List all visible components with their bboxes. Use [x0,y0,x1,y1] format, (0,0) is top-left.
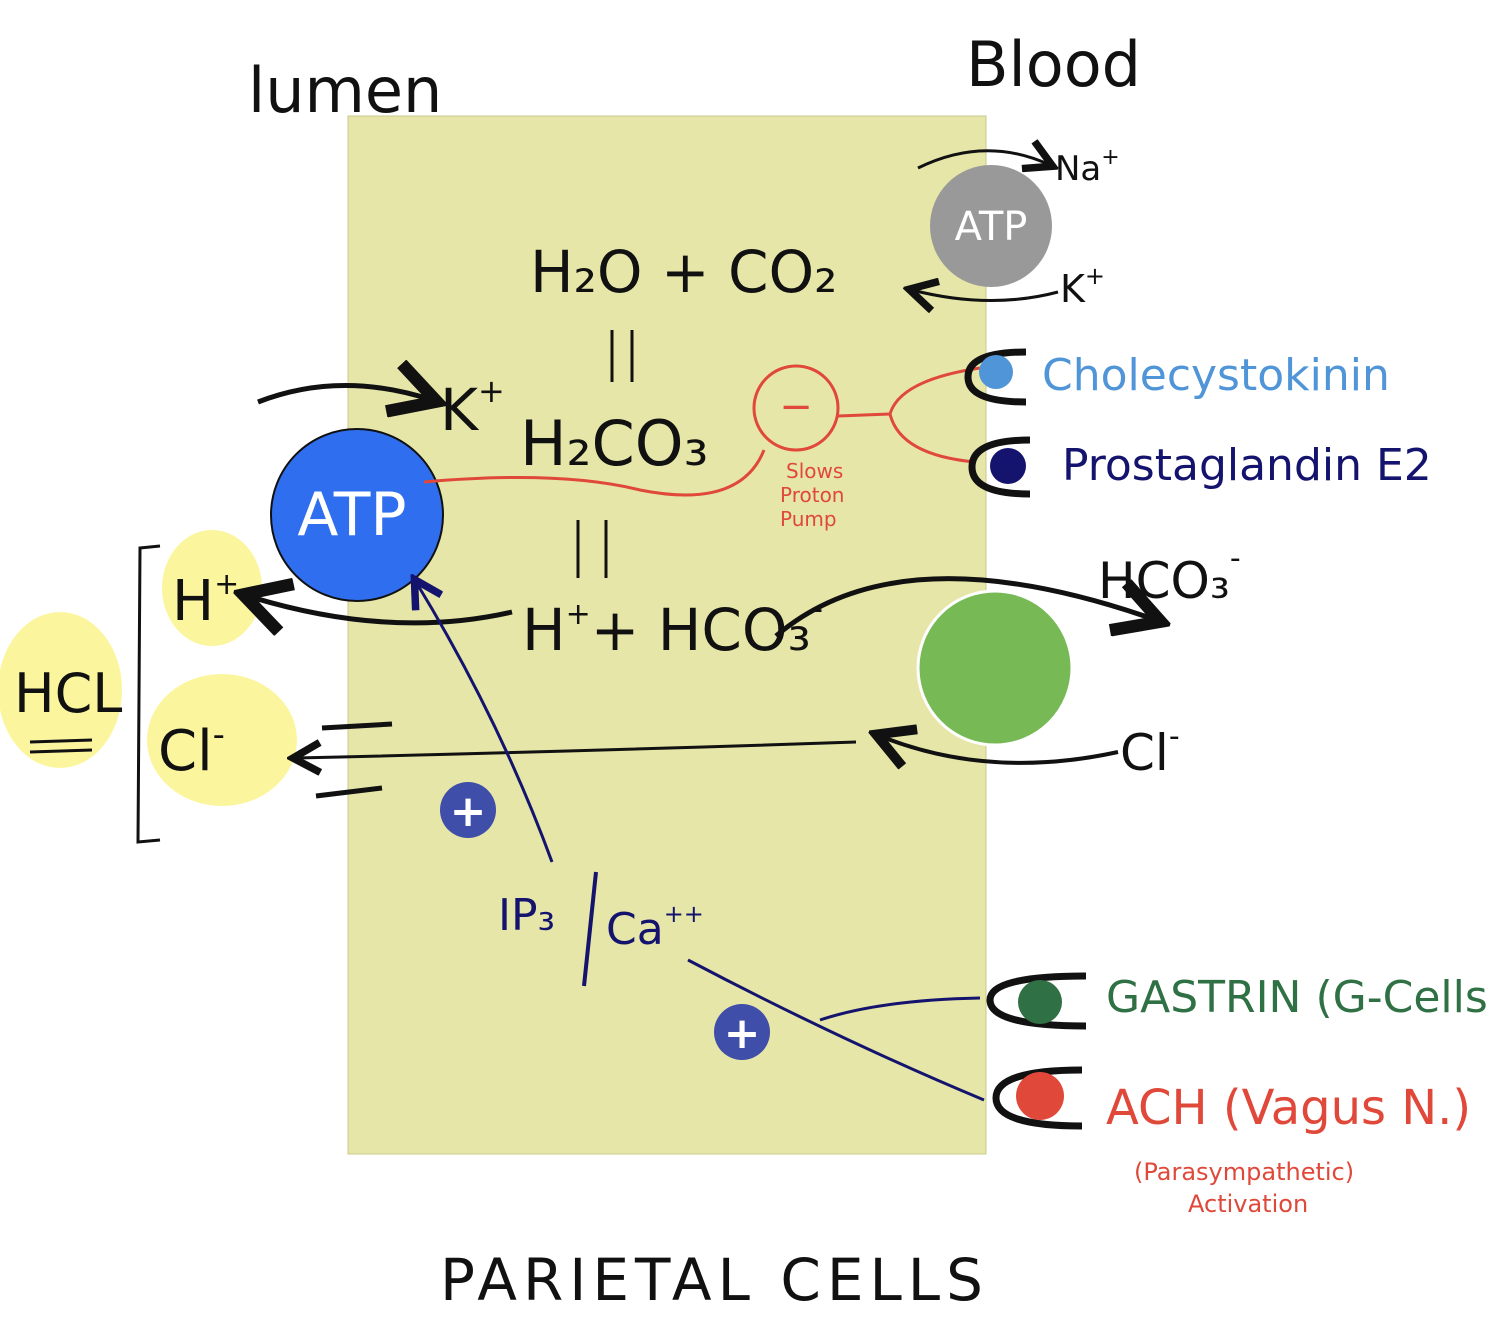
bicarbonate-chloride-exchanger-icon [916,589,1074,747]
pump-stimulation-arrow [416,582,554,863]
cl-blood-label: Cl- [1120,719,1180,782]
ip3-ca-divider [582,871,598,987]
ach-note-1: (Parasympathetic) [1134,1158,1354,1186]
proton-pump-atp-icon [270,428,444,602]
cl-highlight [147,674,297,806]
cl-influx-arrow [880,736,1119,763]
ach-note-2: Activation [1188,1190,1308,1218]
cck-receptor [964,348,1027,406]
gastrin-label: GASTRIN (G-Cells) [1106,972,1488,1023]
inhibition-circle [752,364,840,452]
plus-badge-2-label: + [724,1008,761,1059]
hcl-bracket [136,544,161,844]
ip3-label: IP₃ [498,890,555,941]
gastrin-ligand-icon [1018,980,1062,1024]
parietal-cell-body [347,115,987,1155]
slows-label-1: Slows [786,459,843,483]
blood-label: Blood [966,28,1141,101]
slows-label-3: Pump [780,507,837,531]
atp-pump-small-icon [930,165,1052,287]
hcl-highlight [0,612,122,768]
cholecystokinin-label: Cholecystokinin [1042,350,1390,401]
ca-label: Ca++ [606,900,704,955]
cl-secretion-arrow [296,742,857,758]
k-uptake-arrow [257,385,432,402]
prostaglandin-label: Prostaglandin E2 [1062,440,1432,491]
cck-ligand-icon [979,355,1013,389]
ach-ligand-icon [1016,1072,1064,1120]
cl-channel-top [321,721,393,731]
h-out-label: H+ [172,567,239,634]
inhibit-sign: − [779,384,813,430]
plus-badge-1-label: + [450,786,487,837]
hco3-efflux-arrow [774,576,1156,638]
k-blood-label: K+ [1060,262,1105,311]
hcl-underline-1 [29,738,93,744]
h2o-co2-label: H₂O + CO₂ [530,238,837,306]
lumen-label: lumen [248,54,442,127]
gastrin-signal-line [819,996,981,1022]
slows-label-2: Proton [780,483,844,507]
cl-channel-bottom [315,785,383,799]
atp-big-label: ATP [297,480,406,550]
ach-label: ACH (Vagus N.) [1106,1080,1471,1136]
inhibition-line-to-pump [423,449,766,497]
h2co3-label: H₂CO₃ [520,407,708,480]
pge2-ligand-icon [990,448,1026,484]
footer-title: PARIETAL CELLS [440,1246,989,1314]
k-blood-arrow [912,290,1059,301]
hcl-underline-2 [29,748,93,754]
plus-badge-2-icon [714,1004,770,1060]
cl-out-label: Cl- [158,715,225,784]
pge2-receptor [968,436,1031,498]
hcl-label: HCL [14,662,122,725]
inhibition-branch [837,366,981,464]
na-label: Na+ [1055,145,1120,189]
na-arrow [917,151,1050,168]
h-secretion-arrow [248,596,513,623]
hco3-blood-label: HCO₃- [1098,541,1241,610]
h-hco3-label: H++ HCO₃- [522,589,823,664]
ach-signal-line [687,958,985,1102]
plus-badge-1-icon [440,782,496,838]
atp-small-label: ATP [955,204,1028,250]
